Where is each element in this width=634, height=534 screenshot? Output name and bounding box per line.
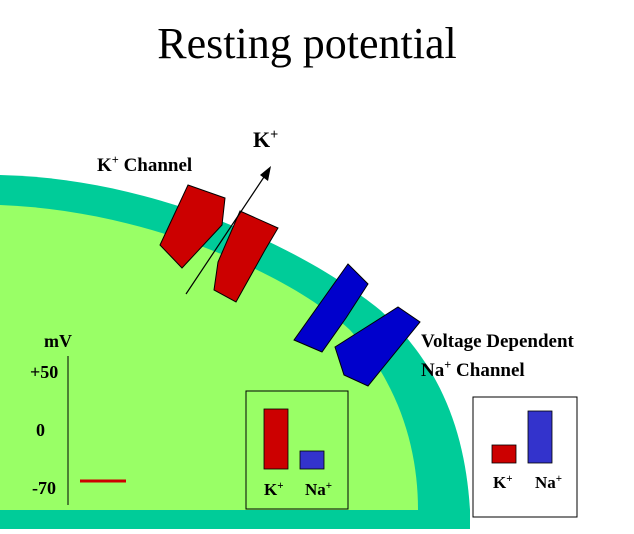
- voltage-unit-label: mV: [44, 331, 72, 351]
- na-channel-label-line1: Voltage Dependent: [421, 331, 574, 352]
- voltage-tick-label: 0: [36, 420, 45, 440]
- k-ion-charge: +: [270, 127, 279, 144]
- k-ion-label: K+: [253, 127, 278, 153]
- inside-na-bar: [299, 450, 325, 470]
- outside-k-label: K+: [493, 473, 513, 493]
- na-channel-ion: Na: [421, 360, 445, 381]
- k-channel-text: Channel: [123, 155, 193, 176]
- inside-k-bar: [263, 408, 289, 470]
- inside-k-text: K: [264, 480, 278, 499]
- k-channel-right: [213, 210, 279, 303]
- inside-na-label: Na+: [305, 480, 332, 500]
- inside-k-charge: +: [277, 479, 284, 492]
- cytoplasm: [0, 205, 418, 510]
- page-title: Resting potential: [157, 19, 457, 68]
- na-channel-label-line2: Na+ Channel: [421, 358, 525, 382]
- outside-concentration-box: [472, 396, 578, 518]
- outside-k-charge: +: [506, 472, 513, 485]
- outside-na-label: Na+: [535, 473, 562, 493]
- na-channel-text: Channel: [456, 360, 525, 381]
- k-ion-text: K: [253, 127, 271, 152]
- voltage-tick-label: +50: [30, 362, 59, 382]
- outside-na-bar: [527, 410, 553, 464]
- outside-na-charge: +: [555, 472, 563, 485]
- outside-k-bar: [491, 444, 517, 464]
- na-channel-charge: +: [444, 358, 452, 373]
- outside-k-text: K: [493, 473, 507, 492]
- na-channel-outer: [293, 263, 369, 353]
- voltage-tick-label: -70: [32, 478, 56, 498]
- inside-k-label: K+: [264, 480, 284, 500]
- k-channel-label: K+ Channel: [97, 153, 193, 177]
- inside-na-charge: +: [325, 479, 333, 492]
- k-efflux-arrow: [185, 173, 267, 295]
- k-efflux-arrowhead: [260, 166, 271, 181]
- k-channel-charge: +: [111, 153, 119, 168]
- inside-na-text: Na: [305, 480, 326, 499]
- k-channel-ion: K: [97, 155, 112, 176]
- outside-na-text: Na: [535, 473, 556, 492]
- na-channel-inner: [334, 306, 421, 387]
- inside-concentration-box: [245, 390, 349, 510]
- k-channel-left: [159, 184, 226, 269]
